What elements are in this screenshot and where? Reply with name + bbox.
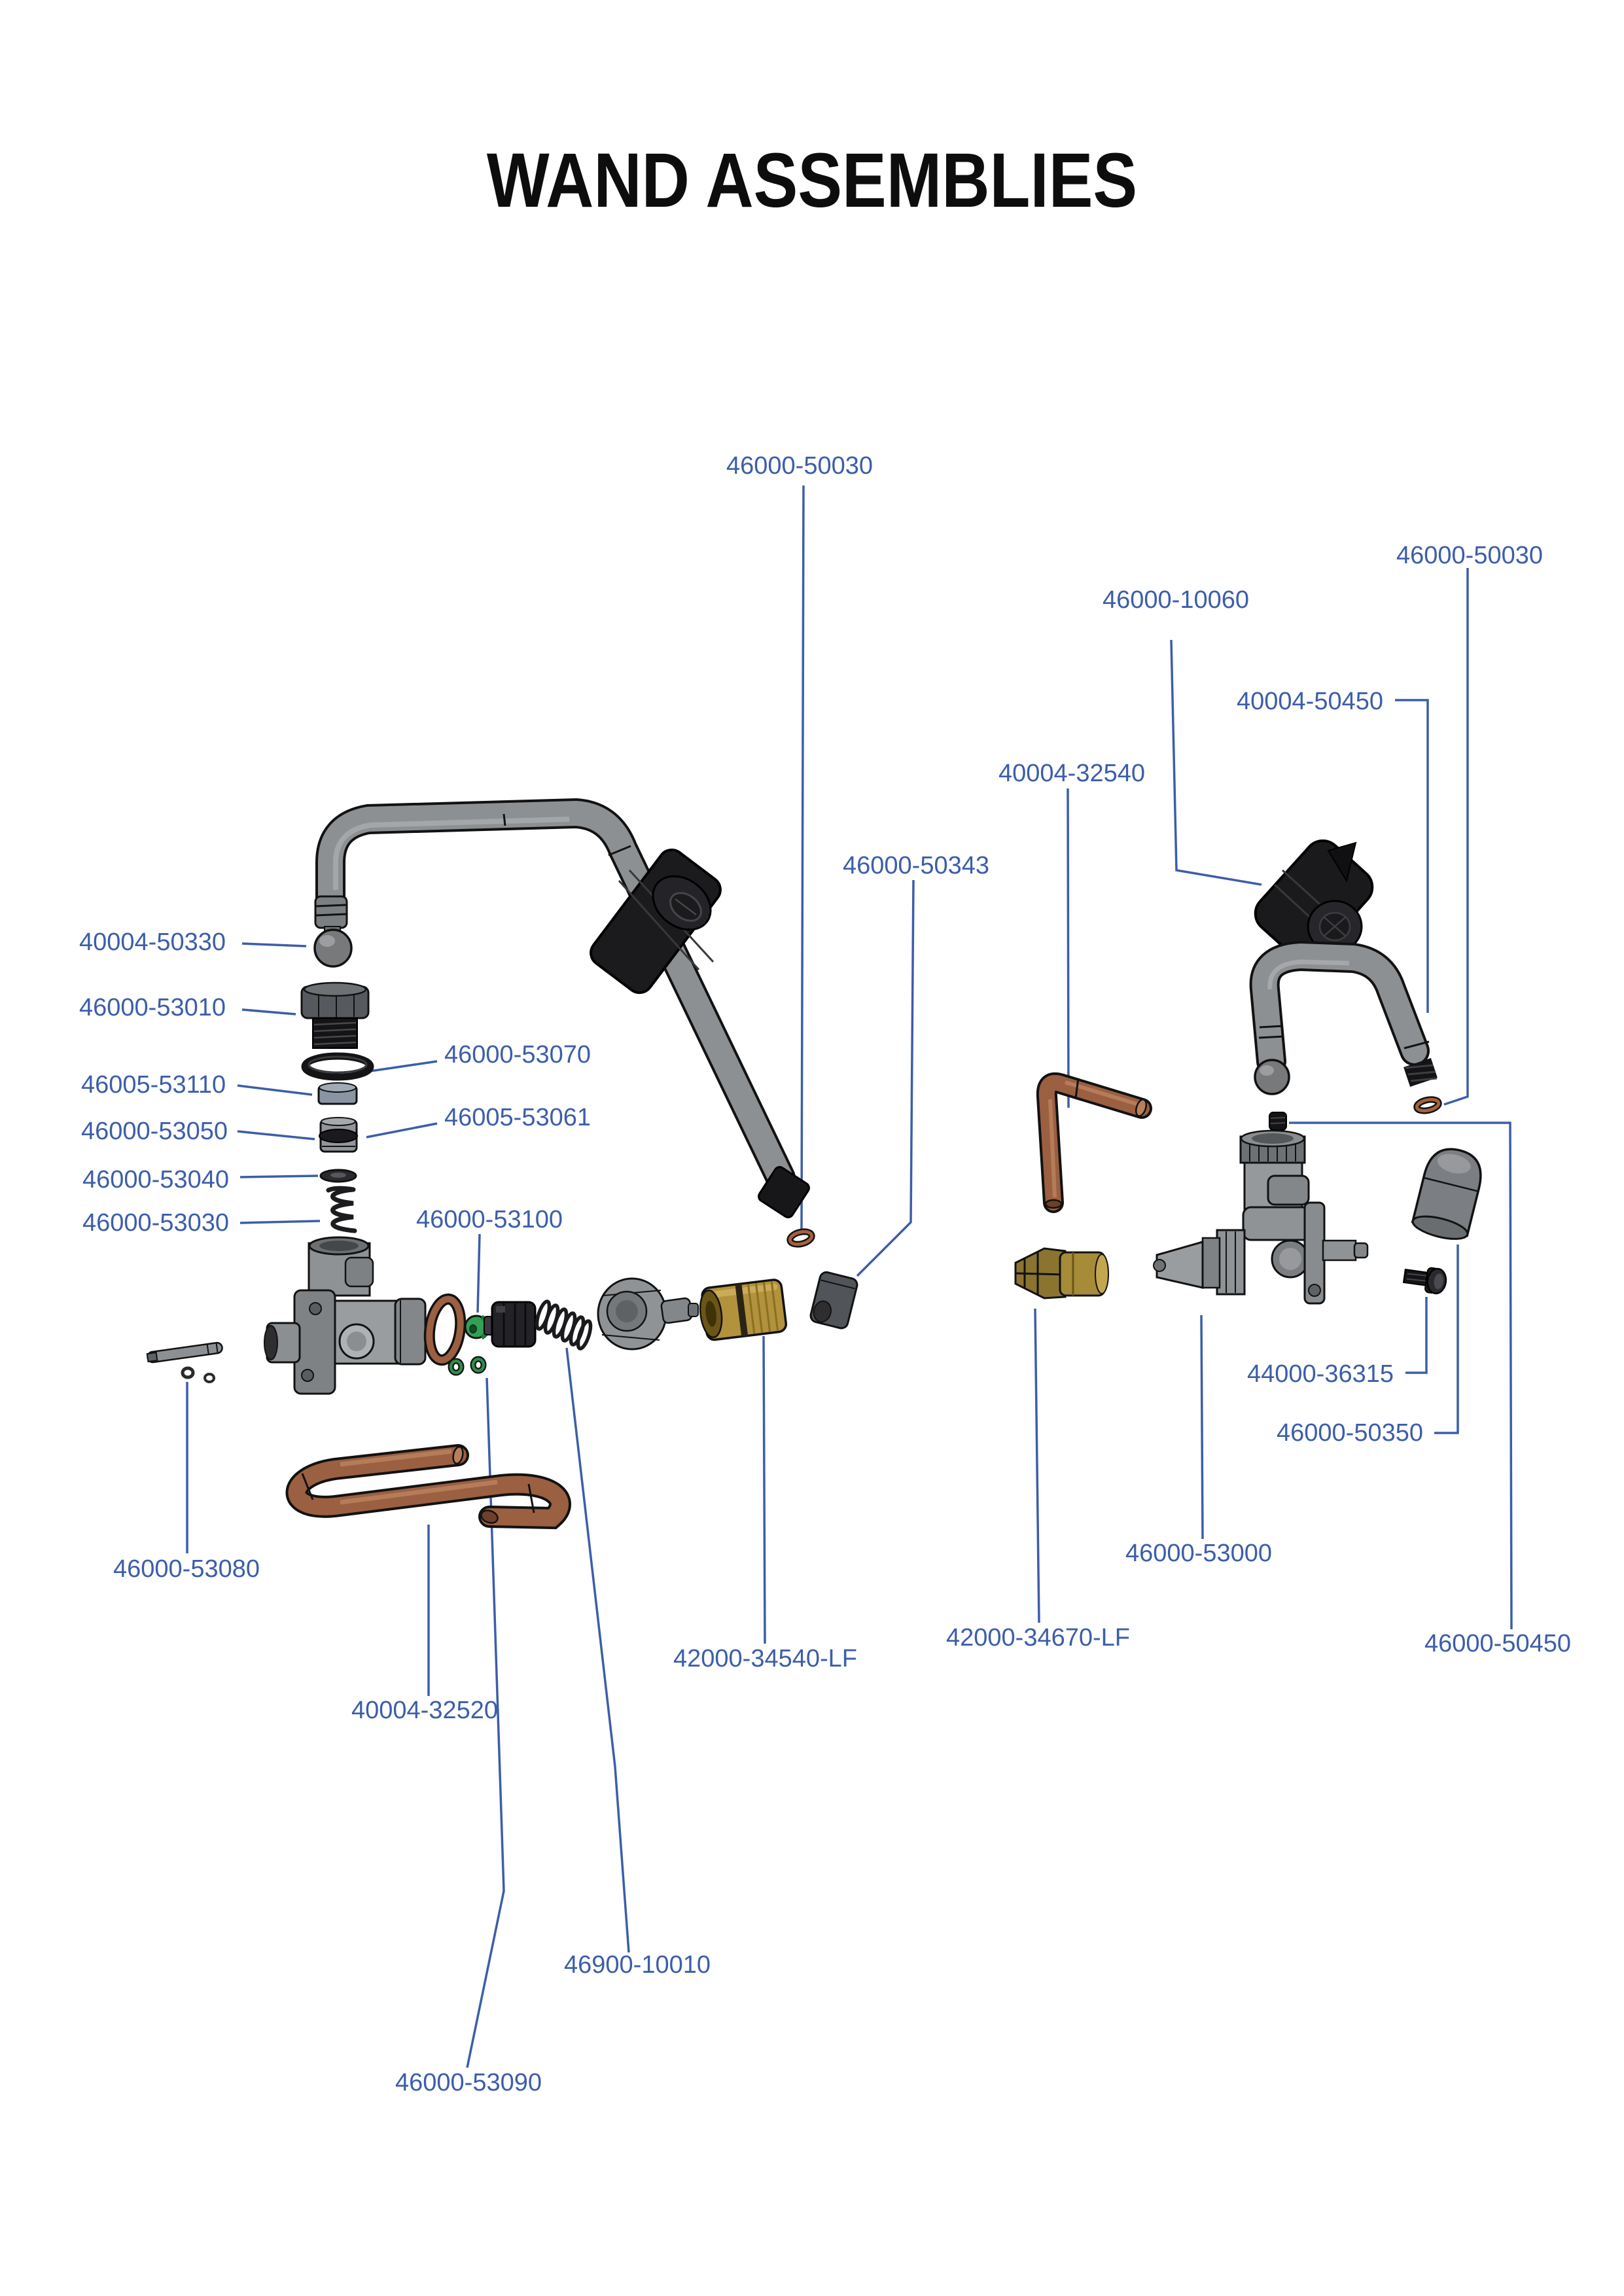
part-label-46000-53030: 46000-53030 (82, 1209, 229, 1237)
seat-stack-53050 (319, 1117, 358, 1153)
page-title: WAND ASSEMBLIES (486, 137, 1138, 224)
copper-u-tube (285, 1444, 571, 1530)
button-screw-36315 (1402, 1267, 1447, 1295)
nozzle-cap-50350 (1411, 1148, 1482, 1240)
washer-53040 (319, 1169, 357, 1183)
part-label-46000-50030-right: 46000-50030 (1396, 542, 1543, 569)
valve-body-right (1153, 1129, 1369, 1305)
part-label-42000-34670-LF: 42000-34670-LF (946, 1624, 1130, 1651)
part-label-40004-50450: 40004-50450 (1237, 688, 1383, 715)
nozzle-grip-10060 (1254, 839, 1374, 962)
part-label-46000-53040: 46000-53040 (82, 1166, 229, 1193)
copper-o-ring-large (423, 1293, 467, 1366)
part-label-46000-53100: 46000-53100 (416, 1206, 563, 1233)
part-label-40004-32520: 40004-32520 (351, 1697, 498, 1724)
copper-elbow-tube-32540 (1036, 1072, 1152, 1213)
part-label-46000-53070: 46000-53070 (444, 1041, 591, 1069)
part-label-46005-53061: 46005-53061 (444, 1104, 591, 1131)
part-label-46000-50343: 46000-50343 (843, 852, 989, 879)
socket-adapter-50343 (809, 1271, 858, 1330)
valve-body-left (264, 1236, 427, 1395)
part-label-40004-50330: 40004-50330 (79, 928, 226, 956)
hex-plug (300, 981, 370, 1049)
part-label-46000-10060: 46000-10060 (1103, 586, 1249, 614)
part-label-46000-53010: 46000-53010 (79, 994, 226, 1021)
copper-o-ring-right (1413, 1096, 1442, 1114)
spring-horizontal-10010 (535, 1299, 593, 1351)
green-o-rings-53090 (448, 1356, 487, 1376)
o-ring-53070 (301, 1052, 374, 1081)
copper-o-ring-wand-tip (786, 1228, 815, 1248)
spacer-53110 (317, 1082, 358, 1105)
part-label-40004-32540: 40004-32540 (998, 760, 1145, 787)
part-label-46000-50030-top: 46000-50030 (726, 452, 873, 480)
brass-coupler (699, 1279, 788, 1341)
wand-ball-end (313, 895, 353, 968)
outlet-fitting (597, 1277, 699, 1351)
leader-lines (186, 485, 1513, 2068)
valve-stem-knob (484, 1301, 537, 1348)
olive-fitting-34670 (1014, 1247, 1109, 1299)
wand-tube (315, 798, 796, 1193)
part-label-42000-34540-LF: 42000-34540-LF (673, 1645, 857, 1672)
spring-vertical-53030 (326, 1186, 357, 1233)
part-label-46900-10010: 46900-10010 (564, 1951, 711, 1979)
wand-grip (590, 848, 722, 995)
part-label-46000-53080: 46000-53080 (113, 1555, 260, 1583)
part-label-46000-53000: 46000-53000 (1125, 1540, 1272, 1567)
set-screw-50450 (1269, 1112, 1287, 1131)
part-label-46000-50450: 46000-50450 (1424, 1630, 1571, 1657)
part-label-44000-36315: 44000-36315 (1247, 1360, 1394, 1388)
part-label-46005-53110: 46005-53110 (81, 1071, 226, 1099)
wand-tip-cap (758, 1166, 810, 1218)
part-label-46000-53090: 46000-53090 (395, 2069, 542, 2096)
part-label-46000-50350: 46000-50350 (1277, 1419, 1423, 1447)
arch-tube (1249, 940, 1438, 1095)
inlet-pin-53080 (146, 1341, 223, 1383)
part-label-46000-53050: 46000-53050 (81, 1118, 228, 1145)
